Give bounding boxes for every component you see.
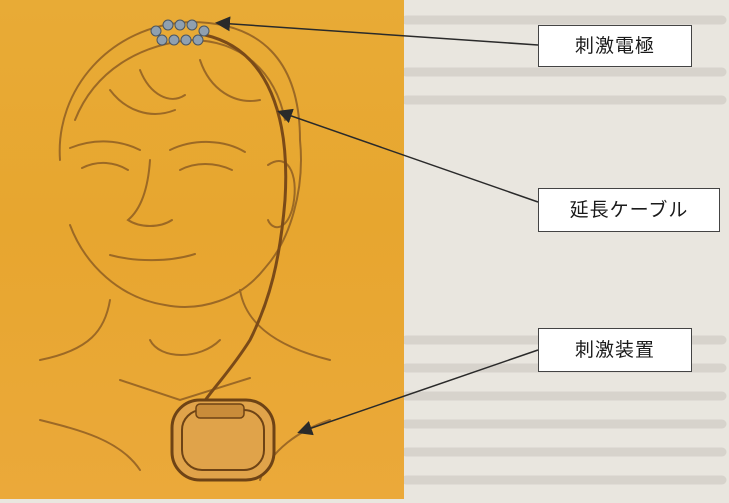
label-stimulation-device: 刺激装置 (538, 328, 692, 372)
label-extension-cable: 延長ケーブル (538, 188, 720, 232)
arrow-to-electrode (215, 16, 539, 46)
stimulation-electrode (150, 19, 210, 46)
label-text: 刺激電極 (574, 34, 655, 57)
patient-illustration (0, 0, 404, 499)
arrow-to-device (297, 349, 539, 436)
label-text: 延長ケーブル (569, 198, 689, 221)
head-sketch (39, 19, 331, 482)
label-stimulation-electrode: 刺激電極 (538, 25, 692, 67)
arrow-to-cable (277, 108, 539, 203)
extension-cable (193, 33, 288, 421)
label-text: 刺激装置 (574, 338, 655, 361)
stimulation-device (170, 398, 276, 482)
